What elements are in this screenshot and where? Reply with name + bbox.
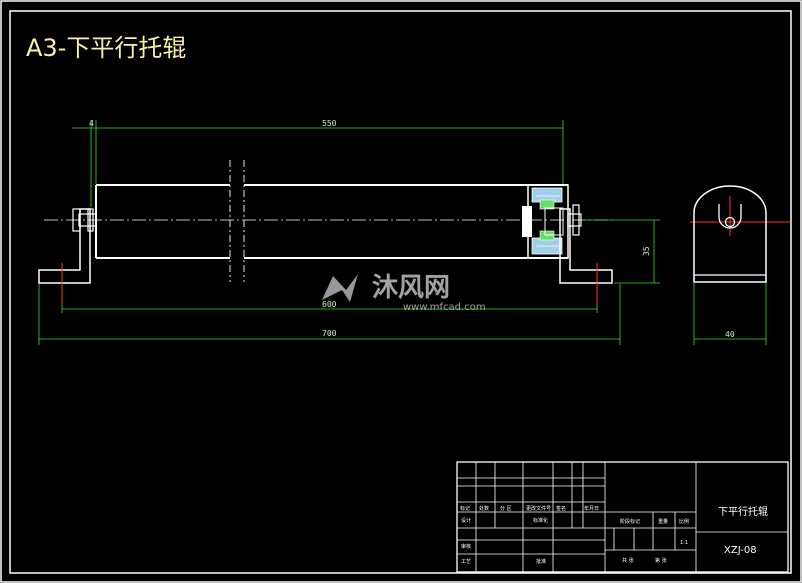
tb-row-approve: 批准 [536,558,546,565]
tb-stage-label: 阶段标记 [620,518,640,525]
tb-header-doc: 更改文件号 [526,505,551,512]
tb-sheets-total: 共 张 [622,557,634,564]
shaft-right [567,204,582,236]
tb-weight-label: 重量 [658,518,668,525]
watermark-logo-icon [322,274,358,302]
inner-frame [9,10,792,574]
tb-row-process: 工艺 [461,559,471,565]
bearing-housing [522,184,569,259]
dim-height-35 [582,219,660,284]
tb-row-design: 设计 [461,517,471,524]
tb-header-mark: 标记 [460,505,470,512]
tb-sheet-no: 第 张 [655,557,667,564]
tb-scale-label: 比例 [679,518,689,525]
dim-width-40 [693,283,767,345]
tb-header-sign: 签名 [556,505,566,512]
side-view-slot [718,204,742,229]
dim-label-40: 40 [725,330,735,339]
dim-label-600: 600 [322,300,337,309]
tb-header-date: 年月日 [584,505,599,512]
tb-header-zone: 分 区 [500,505,512,512]
bracket-right [559,208,613,284]
title-block [456,461,789,573]
tb-part-name: 下平行托辊 [718,505,768,518]
dim-inner-600 [61,303,598,313]
dim-overall-700 [38,284,621,345]
dim-label-4: 4 [89,119,94,128]
side-view-shaft-hole [724,216,736,228]
dim-label-550: 550 [322,119,337,128]
dim-length-550 [72,120,564,207]
drawing-title: A3-下平行托辊 [26,34,186,62]
tb-row-review: 审核 [461,543,471,550]
watermark-brand: 沐风网 [372,273,450,303]
tb-header-count: 处数 [479,505,489,512]
tb-row-standard: 标准化 [533,517,548,524]
roller-tube [95,184,568,259]
break-lines [229,160,245,282]
watermark: 沐风网 www.mfcad.com [322,273,486,313]
watermark-url: www.mfcad.com [403,302,486,313]
tb-drawing-no: XZJ-08 [724,545,757,556]
dim-label-700: 700 [322,329,337,338]
dim-label-35: 35 [642,246,651,256]
side-view-profile [693,185,767,283]
tb-scale-value: 1:1 [680,540,688,546]
bracket-left [38,208,91,284]
